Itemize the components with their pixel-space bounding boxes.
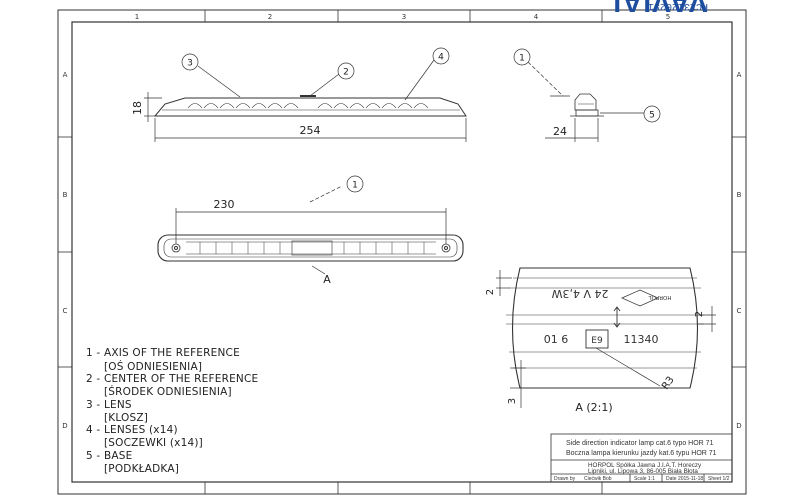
legend-item-4-sub: [SOCZEWKI (x14)] — [104, 437, 203, 449]
legend-item-3: 3 - LENS — [86, 399, 132, 411]
legend-item-2-sub: [ŚRODEK ODNIESIENIA] — [104, 386, 232, 398]
inner-border — [71, 21, 733, 483]
callout-1-end-circle — [513, 48, 531, 66]
side-callouts — [181, 47, 450, 101]
legend-item-2: 2 - CENTER OF THE REFERENCE — [86, 373, 259, 385]
zone-col-3: 3 — [402, 13, 406, 21]
drawn-by-name: Ciećwik Bob — [584, 476, 612, 482]
detail-dimensions — [496, 270, 716, 408]
legend-item-1-sub: [OŚ ODNIESIENIA] — [104, 361, 203, 373]
top-view — [157, 234, 464, 262]
top-view-dimensions — [175, 185, 447, 275]
dim-width-24: 24 — [553, 125, 567, 138]
drawn-by-label: Drawn by — [554, 476, 576, 482]
legend-item-4: 4 - LENSES (x14) — [86, 424, 178, 436]
dim-length-254: 254 — [300, 124, 321, 137]
callout-5-circle — [643, 105, 661, 123]
zone-ticks — [58, 10, 746, 494]
legend-item-5-sub: [PODKŁADKA] — [104, 463, 180, 475]
dim-detail-2-left: 2 — [485, 289, 496, 295]
callout-2: 2 — [343, 68, 349, 78]
dim-length-230: 230 — [214, 198, 235, 211]
zone-col-2: 2 — [268, 13, 272, 21]
detail-label: A (2:1) — [575, 401, 612, 414]
end-view-dimensions — [527, 61, 644, 142]
legend-item-5: 5 - BASE — [86, 450, 133, 462]
detail-rating: 24 V 4,3W — [551, 287, 608, 300]
zone-row-d-right: D — [736, 422, 741, 430]
title-block — [550, 433, 733, 483]
side-view — [153, 95, 467, 117]
sheet-number: Sheet 1/2 — [708, 476, 730, 482]
callout-3: 3 — [187, 59, 193, 69]
dim-height-18: 18 — [131, 101, 144, 115]
title-pl: Boczna lampa kierunku jazdy kat.6 typu H… — [566, 450, 717, 457]
zone-row-c-left: C — [63, 307, 68, 315]
dim-detail-3: 3 — [507, 398, 518, 404]
callout-1-end: 1 — [519, 54, 525, 64]
company: HORPOL Spółka Jawna J.I.A.T. Horeczy — [588, 462, 702, 469]
detail-maker-logo: HORPOL — [648, 294, 672, 300]
address: Lipniki, ul. Lipowa 3, 86-005 Biała Błot… — [588, 468, 698, 475]
zone-row-a-left: A — [63, 71, 68, 79]
date: Date 2015-11-18 — [666, 476, 704, 482]
title-en: Side direction indicator lamp cat.6 typo… — [566, 440, 714, 447]
zone-row-c-right: C — [737, 307, 742, 315]
scale: Scale 1:1 — [634, 476, 655, 482]
outer-border — [57, 9, 747, 495]
zone-row-d-left: D — [62, 422, 67, 430]
callout-4: 4 — [438, 53, 444, 63]
detail-approval-number: 11340 — [624, 333, 659, 346]
callout-1-top-circle — [346, 175, 364, 193]
view-a-label: A — [323, 273, 331, 286]
detail-approval-symbol: E9 — [591, 336, 603, 346]
zone-row-b-right: B — [737, 191, 742, 199]
detail-approval-left: 01 6 — [544, 333, 569, 346]
document-code: PC13120251 — [647, 0, 708, 11]
side-view-dimensions — [144, 92, 467, 142]
zone-row-b-left: B — [63, 191, 68, 199]
end-view — [570, 93, 604, 117]
zone-row-a-right: A — [737, 71, 742, 79]
legend-item-1: 1 - AXIS OF THE REFERENCE — [86, 347, 240, 359]
callout-5: 5 — [649, 111, 655, 121]
zone-col-4: 4 — [534, 13, 539, 21]
dim-detail-2-right: 2 — [694, 311, 705, 317]
legend-item-3-sub: [KLOSZ] — [104, 412, 149, 424]
callout-1-top: 1 — [352, 181, 358, 191]
detail-marking-text: 24 V 4,3W 01 6 E9 11340 HORPOL — [544, 287, 672, 346]
zone-col-5: 5 — [666, 13, 670, 21]
zone-col-1: 1 — [135, 13, 139, 21]
dim-radius-r3: R3 — [660, 375, 677, 392]
detail-view-a — [506, 267, 704, 389]
